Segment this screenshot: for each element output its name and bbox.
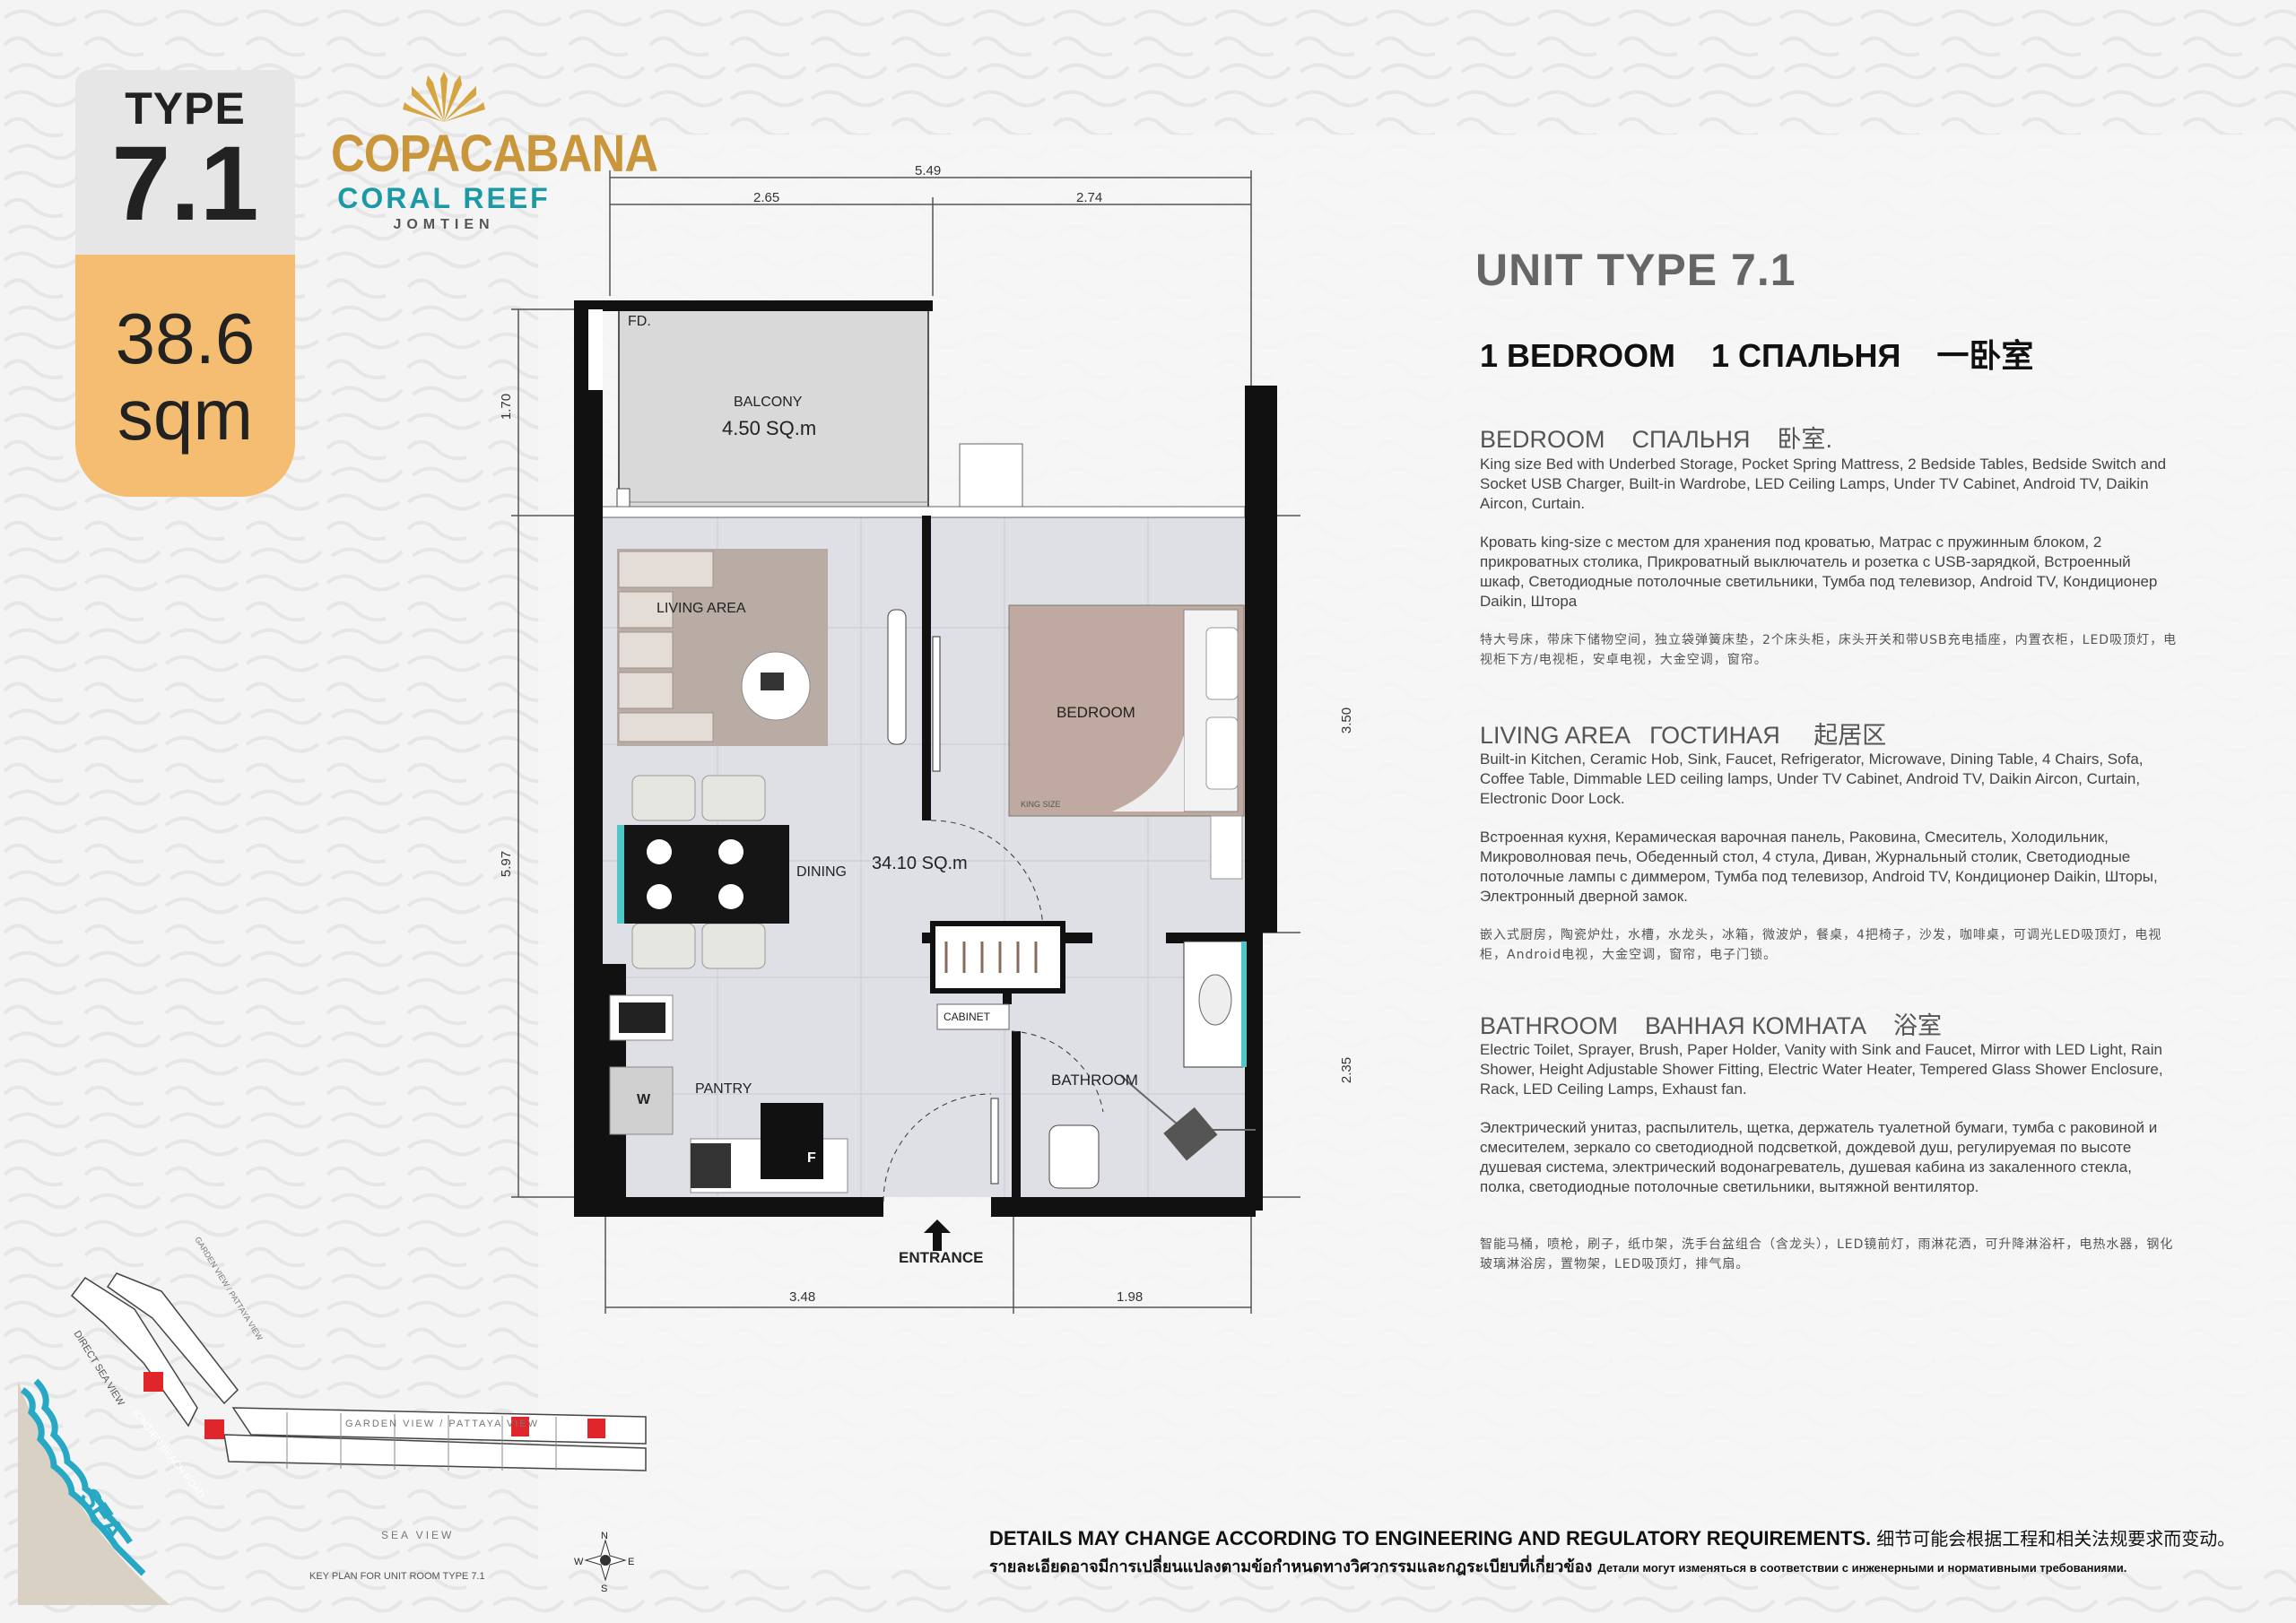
disclaimer-th: รายละเอียดอาจมีการเปลี่ยนแปลงตามข้อกำหนด… <box>989 1558 1593 1576</box>
section-heading-bathroom: BATHROOM ВАННАЯ КОМНАТА 浴室 <box>1480 1012 1943 1039</box>
bathroom-label: BATHROOM <box>1051 1072 1138 1089</box>
bedroom-zh: 特大号床，带床下储物空间，独立袋弹簧床垫，2个床头柜，床头开关和带USB充电插座… <box>1480 633 2178 667</box>
dim-top-left: 2.65 <box>753 190 780 205</box>
living-ru: Встроенная кухня, Керамическая варочная … <box>1480 829 2158 905</box>
dim-right-bath: 2.35 <box>1339 1056 1355 1084</box>
dim-left-top: 1.70 <box>499 393 515 421</box>
keyplan-garden-view: GARDEN VIEW / PATTAYA VIEW <box>345 1419 540 1429</box>
sun-icon <box>403 72 485 122</box>
fridge-label: F <box>807 1150 816 1166</box>
logo-jomtien: JOMTIEN <box>393 217 495 232</box>
compass-s: S <box>601 1584 608 1594</box>
fd-label: FD. <box>628 314 651 329</box>
type-badge: TYPE 7.1 <box>75 70 295 255</box>
logo-coral-reef: CORAL REEF <box>337 182 551 214</box>
area-number: 38.6 <box>115 299 256 378</box>
dim-top-total: 5.49 <box>915 163 942 178</box>
disclaimer-en-zh: DETAILS MAY CHANGE ACCORDING TO ENGINEER… <box>989 1524 2235 1550</box>
dim-bottom-left: 3.48 <box>789 1289 816 1305</box>
entrance-label: ENTRANCE <box>899 1249 984 1266</box>
compass-w: W <box>574 1557 584 1567</box>
bedroom-ru: Кровать king-size с местом для хранения … <box>1480 534 2158 610</box>
disclaimer-th-ru: รายละเอียดอาจมีการเปลี่ยนแปลงตามข้อกำหนด… <box>989 1553 2126 1579</box>
dim-top-right: 2.74 <box>1076 190 1103 205</box>
living-en: Built-in Kitchen, Ceramic Hob, Sink, Fau… <box>1480 751 2144 807</box>
disclaimer-ru: Детали могут изменяться в соответствии с… <box>1597 1561 2127 1575</box>
king-size-label: KING SIZE <box>1021 800 1061 809</box>
bathroom-en: Electric Toilet, Sprayer, Brush, Paper H… <box>1480 1041 2163 1098</box>
dim-left-main: 5.97 <box>499 850 515 878</box>
section-heading-bedroom: BEDROOM СПАЛЬНЯ 卧室. <box>1480 426 1832 453</box>
area-unit: sqm <box>117 375 254 455</box>
unit-title: UNIT TYPE 7.1 <box>1475 245 1796 295</box>
keyplan-caption: KEY PLAN FOR UNIT ROOM TYPE 7.1 <box>309 1571 485 1582</box>
keyplan-sea-view: SEA VIEW <box>381 1529 455 1541</box>
main-area-label: 34.10 SQ.m <box>872 854 968 873</box>
type-label: TYPE <box>125 83 246 134</box>
compass-n: N <box>601 1531 608 1541</box>
disclaimer-en: DETAILS MAY CHANGE ACCORDING TO ENGINEER… <box>989 1527 1872 1549</box>
bedroom-count: 1 BEDROOM 1 СПАЛЬНЯ 一卧室 <box>1480 337 2034 374</box>
area-badge: 38.6 sqm <box>75 255 295 497</box>
section-heading-living: LIVING AREA ГОСТИНАЯ 起居区 <box>1480 722 1887 749</box>
washer-label: W <box>637 1092 651 1107</box>
living-area-label: LIVING AREA <box>657 601 746 616</box>
bathroom-ru: Электрический унитаз, распылитель, щетка… <box>1480 1119 2158 1195</box>
type-number: 7.1 <box>111 125 259 243</box>
balcony-label: BALCONY <box>734 395 803 410</box>
dim-bottom-right: 1.98 <box>1117 1289 1144 1305</box>
living-zh: 嵌入式厨房，陶瓷炉灶，水槽，水龙头，冰箱，微波炉，餐桌，4把椅子，沙发，咖啡桌，… <box>1480 928 2162 962</box>
dim-right-bed: 3.50 <box>1339 707 1355 734</box>
floor-plan <box>511 170 1300 1314</box>
bathroom-zh: 智能马桶，喷枪，刷子，纸巾架，洗手台盆组合（含龙头），LED镜前灯，雨淋花洒，可… <box>1480 1237 2174 1271</box>
disclaimer-zh: 细节可能会根据工程和相关法规要求而变动。 <box>1876 1528 2236 1549</box>
dining-label: DINING <box>796 864 847 880</box>
bedroom-label: BEDROOM <box>1057 704 1135 721</box>
balcony-area: 4.50 SQ.m <box>722 417 817 439</box>
key-plan <box>18 1272 647 1605</box>
bedroom-en: King size Bed with Underbed Storage, Poc… <box>1480 456 2167 512</box>
cabinet-label: CABINET <box>944 1011 991 1023</box>
pantry-label: PANTRY <box>695 1081 752 1097</box>
compass-e: E <box>628 1557 635 1567</box>
